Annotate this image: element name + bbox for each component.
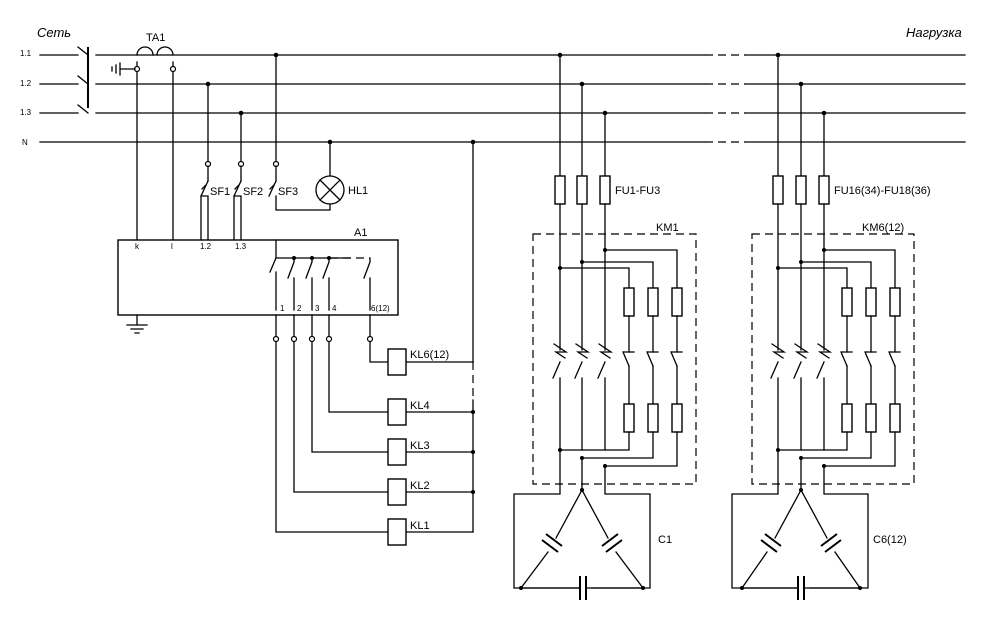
kl1-label: KL1	[410, 520, 430, 532]
main-switch	[77, 46, 89, 114]
phase-label-l1: 1.1	[20, 49, 32, 58]
current-transformer: TA1	[111, 32, 177, 241]
load-header: Нагрузка	[906, 25, 962, 40]
a1-input-13: 1.3	[235, 242, 247, 251]
hl1-label: HL1	[348, 185, 368, 197]
contactor-km1-frame	[532, 233, 697, 485]
a1-output-1: 1	[280, 304, 285, 313]
c6-label: C6(12)	[873, 534, 907, 546]
fu16-fu18-label: FU16(34)-FU18(36)	[834, 185, 931, 197]
kl3-label: KL3	[410, 440, 430, 452]
sf1-label: SF1	[210, 186, 230, 198]
fuse-fu16	[772, 175, 784, 205]
breakers: SF1 SF2 SF3	[200, 52, 298, 241]
relay-coil-kl3	[387, 438, 407, 466]
fuse-fu2	[576, 175, 588, 205]
phase-label-l2: 1.2	[20, 79, 32, 88]
a1-output-3: 3	[315, 304, 320, 313]
a1-label: A1	[354, 227, 367, 239]
ta1-label: TA1	[146, 32, 165, 44]
capacitor-stage-6: FU16(34)-FU18(36) KM6(12) C	[731, 52, 931, 600]
sf2-label: SF2	[243, 186, 263, 198]
a1-output-2: 2	[297, 304, 302, 313]
fuse-fu3	[599, 175, 611, 205]
relay-coil-kl1	[387, 518, 407, 546]
a1-input-l: l	[171, 242, 173, 251]
controller-a1: A1 k l 1.2 1.3 1 2 3 4 6(12)	[117, 227, 399, 334]
kl4-label: KL4	[410, 400, 430, 412]
indicator-lamp: HL1	[275, 139, 368, 211]
km6-label: KM6(12)	[862, 222, 904, 234]
contactor-km6-frame	[751, 233, 915, 485]
capacitor-stage-1: FU1-FU3 KM1 C1	[513, 52, 697, 600]
kl2-label: KL2	[410, 480, 430, 492]
sf3-label: SF3	[278, 186, 298, 198]
fuse-fu1	[554, 175, 566, 205]
fuse-fu17	[795, 175, 807, 205]
kl6-label: KL6(12)	[410, 349, 449, 361]
relay-coil-kl6	[387, 348, 407, 376]
km1-label: KM1	[656, 222, 679, 234]
fu1-fu3-label: FU1-FU3	[615, 185, 660, 197]
a1-output-6: 6(12)	[371, 304, 390, 313]
network-header: Сеть	[37, 25, 71, 40]
phase-label-l3: 1.3	[20, 108, 32, 117]
bus-lines	[39, 54, 966, 143]
relay-wiring	[272, 139, 476, 533]
phase-label-n: N	[22, 138, 28, 147]
a1-input-k: k	[135, 242, 140, 251]
fuse-fu18	[818, 175, 830, 205]
a1-output-4: 4	[332, 304, 337, 313]
relay-coil-kl2	[387, 478, 407, 506]
c1-label: C1	[658, 534, 672, 546]
relay-coil-kl4	[387, 398, 407, 426]
a1-input-12: 1.2	[200, 242, 212, 251]
